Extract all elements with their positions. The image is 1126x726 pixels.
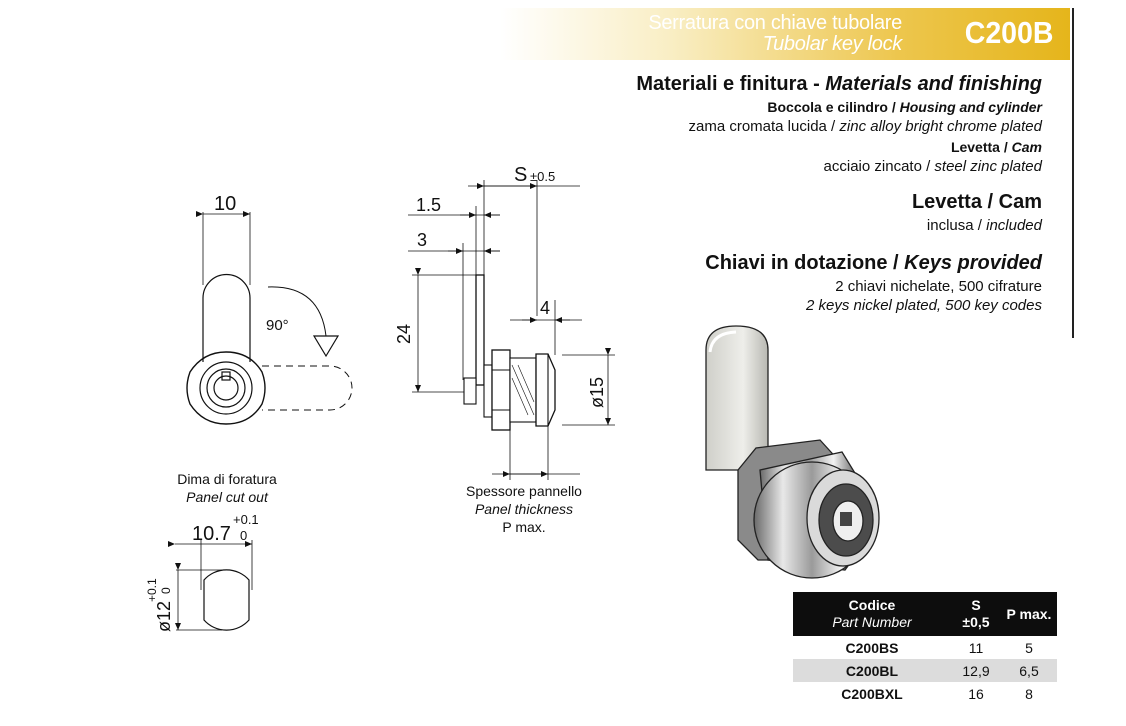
table-row: C200BS 11 5 [845,639,1033,656]
header-code: Codice Part Number [793,592,951,636]
housing-value: zama cromata lucida / zinc alloy bright … [688,118,1042,135]
side-view [408,180,615,480]
dim-3: 3 [417,230,427,250]
panel-cutout [168,540,253,631]
cam-included: inclusa / included [926,217,1042,234]
title-italian: Serratura con chiave tubolare [648,12,902,34]
cutout-width-tol-upper: +0.1 [233,512,259,527]
keys-heading: Chiavi in dotazione / Keys provided [705,252,1042,274]
specifications: Materiali e finitura - Materials and fin… [442,70,1042,315]
keys-line-1: 2 chiavi nichelate, 500 cifrature [835,278,1042,295]
product-code: C200B [964,15,1053,50]
cutout-height-tol-upper: +0.1 [145,578,159,602]
keys-line-2: 2 keys nickel plated, 500 key codes [806,297,1042,314]
cutout-width-tol-lower: 0 [240,528,247,543]
header-s: S ±0,5 [951,592,1001,636]
cutout-label: Dima di foratura Panel cut out [177,471,277,505]
dim-1-5: 1.5 [416,195,441,215]
dim-24: 24 [394,324,414,344]
header-band [500,8,1070,60]
s-dimension: S [514,164,527,186]
table-row: C200BL 12,9 6,5 [793,659,1057,682]
cam-label: Levetta / Cam [950,139,1042,155]
product-photo [705,325,880,579]
cutout-width: 10.7 [192,523,231,545]
front-view [186,211,353,425]
housing-label: Boccola e cilindro / Housing and cylinde… [767,99,1042,115]
panel-thickness-label: Spessore pannello Panel thickness P max. [466,483,582,535]
header-p: P max. [1001,592,1057,636]
dim-15: ø15 [587,377,607,408]
materials-heading: Materiali e finitura - Materials and fin… [636,73,1042,95]
table-row: C200BXL 16 8 [841,685,1033,702]
s-tolerance: ±0.5 [530,169,555,184]
cutout-height-tol-lower: 0 [159,587,173,594]
title-english: Tubolar key lock [762,33,903,55]
cam-value: acciaio zincato / steel zinc plated [823,158,1042,175]
cam-heading: Levetta / Cam [911,191,1042,213]
rotation-label: 90° [266,317,289,334]
cutout-height: ø12 [154,601,174,632]
part-number-table: Codice Part Number S ±0,5 P max. C200BS … [793,592,1057,705]
dim-4: 4 [540,298,550,318]
width-dimension: 10 [214,193,236,215]
product-title: Serratura con chiave tubolare Tubolar ke… [648,13,902,55]
header-divider [1072,8,1074,338]
